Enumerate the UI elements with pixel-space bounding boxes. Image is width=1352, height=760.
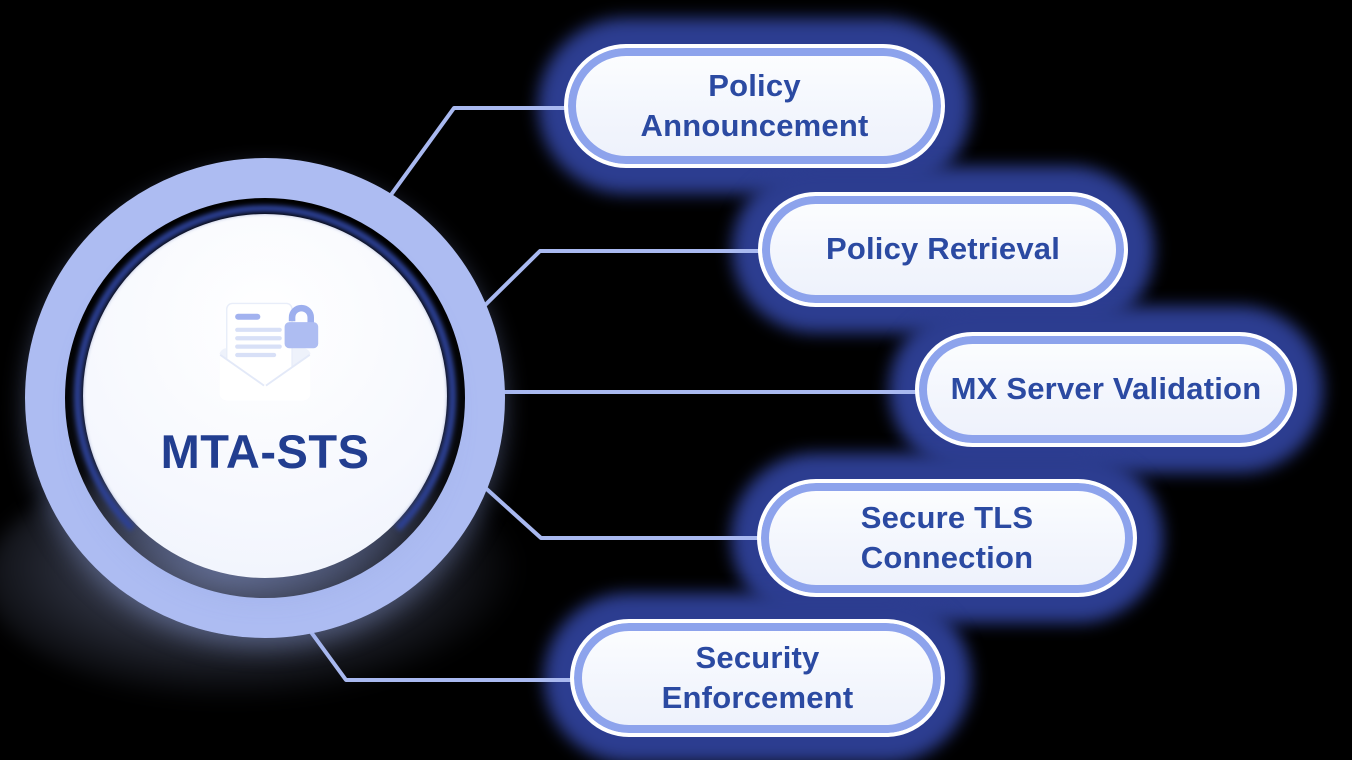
document-text-lines [235, 327, 282, 358]
envelope-front [219, 353, 311, 401]
node-label: Secure TLS Connection [860, 499, 1034, 575]
node-body: Security Enforcement [570, 619, 945, 737]
node-label: Policy Retrieval [825, 231, 1061, 267]
node-security-enforcement: Security Enforcement [544, 593, 971, 760]
node-label: Policy Announcement [640, 67, 869, 143]
node-body: Policy Announcement [564, 44, 945, 168]
node-label: MX Server Validation [950, 371, 1262, 407]
document-heading-line [235, 313, 261, 320]
node-body: MX Server Validation [915, 332, 1297, 447]
node-mx-server-validation: MX Server Validation [889, 306, 1323, 473]
secure-email-icon [219, 302, 319, 401]
hub-circle: MTA-STS [83, 214, 447, 578]
node-body: Policy Retrieval [758, 192, 1128, 307]
lock-shackle [288, 304, 314, 325]
node-policy-announcement: Policy Announcement [538, 18, 971, 194]
hub-title: MTA-STS [160, 425, 370, 478]
envelope-folds [219, 354, 311, 387]
node-body: Secure TLS Connection [757, 479, 1137, 597]
node-secure-tls-connection: Secure TLS Connection [731, 453, 1163, 623]
node-label: Security Enforcement [661, 639, 854, 715]
connector-line-policy-retrieval [468, 249, 802, 322]
node-policy-retrieval: Policy Retrieval [732, 166, 1154, 333]
connector-line-policy-announcement [378, 106, 612, 212]
lock-body [284, 322, 319, 349]
connector-line-secure-tls-connection [468, 472, 802, 540]
